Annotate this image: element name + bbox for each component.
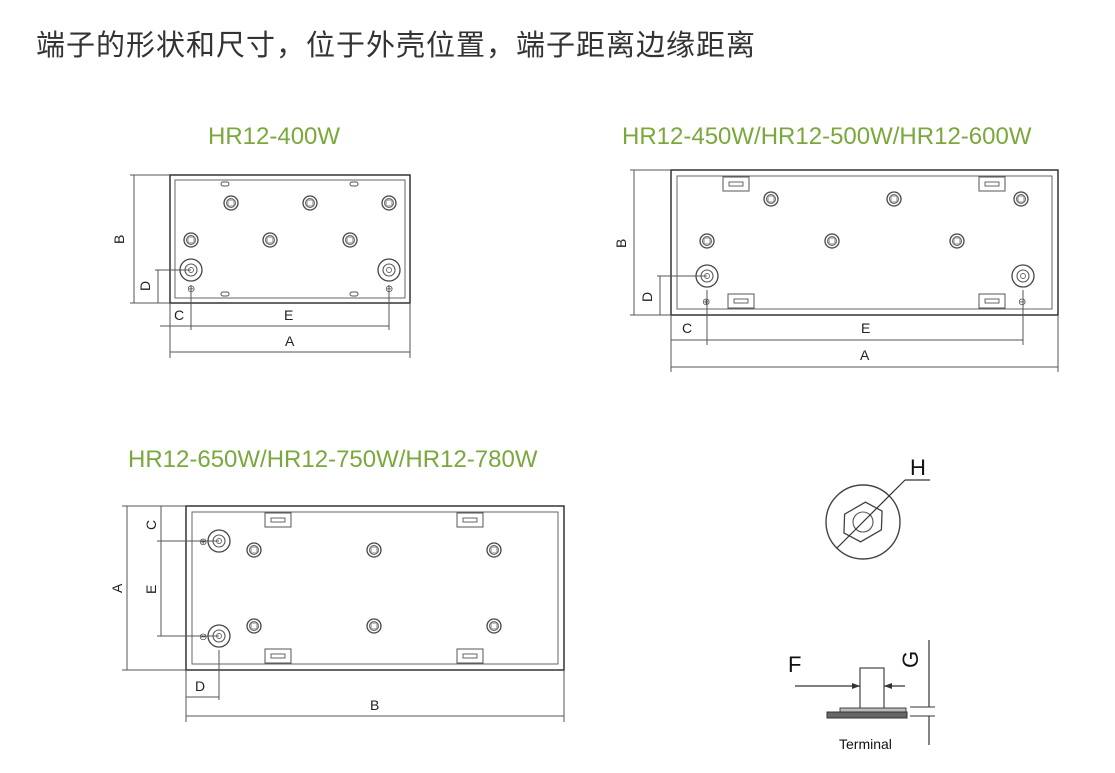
bolt-icon: [246, 618, 262, 634]
svg-text:⊕: ⊕: [199, 537, 207, 548]
bolt-icon: [183, 232, 199, 248]
bolt-icon: [486, 542, 502, 558]
dim-e-label: E: [861, 320, 870, 336]
dim-b-label: B: [370, 697, 379, 713]
terminal-caption: Terminal: [839, 736, 892, 752]
bolt-icon: [1013, 191, 1029, 207]
dim-c-label: C: [682, 320, 692, 336]
dim-g-label: G: [898, 651, 923, 668]
model-label-400w: HR12-400W: [208, 123, 341, 150]
bolt-icon: [486, 618, 502, 634]
bolt-icon: [246, 542, 262, 558]
terminal-post-icon: [377, 258, 401, 282]
bolt-icon: [223, 195, 239, 211]
dim-d-label: D: [639, 292, 655, 302]
page-title: 端子的形状和尺寸，位于外壳位置，端子距离边缘距离: [36, 28, 757, 62]
bolt-icon: [949, 233, 965, 249]
dim-a-label: A: [109, 583, 125, 593]
terminal-post-icon: [1011, 264, 1035, 288]
bolt-icon: [886, 191, 902, 207]
diagram-450-600w: ⊕ ⊖ B D C E A: [613, 169, 1059, 372]
bolt-icon: [381, 195, 397, 211]
bolt-icon: [366, 542, 382, 558]
diagram-400w: ⊕ ⊖ B D C E A: [111, 174, 411, 358]
dim-e-label: E: [143, 585, 159, 594]
dim-d-label: D: [195, 678, 205, 694]
svg-text:⊕: ⊕: [702, 297, 710, 308]
model-label-450-600w: HR12-450W/HR12-500W/HR12-600W: [622, 123, 1032, 150]
bolt-icon: [302, 195, 318, 211]
dim-a-label: A: [285, 333, 295, 349]
dim-f-label: F: [788, 652, 801, 677]
dim-b-label: B: [111, 235, 127, 244]
dim-d-label: D: [137, 281, 153, 291]
dim-h-label: H: [910, 455, 926, 480]
svg-text:⊖: ⊖: [199, 632, 207, 643]
dim-a-label: A: [860, 347, 870, 363]
bolt-icon: [699, 233, 715, 249]
terminal-detail: H F G Terminal: [788, 455, 935, 752]
dim-c-label: C: [174, 307, 184, 323]
bolt-icon: [763, 191, 779, 207]
svg-text:⊖: ⊖: [1018, 297, 1026, 308]
bolt-icon: [824, 233, 840, 249]
bolt-icon: [366, 618, 382, 634]
bolt-icon: [342, 232, 358, 248]
dim-b-label: B: [613, 239, 629, 248]
dim-c-label: C: [143, 520, 159, 530]
diagram-650-780w: ⊕ ⊖ A C E D B: [109, 505, 565, 722]
model-label-650-780w: HR12-650W/HR12-750W/HR12-780W: [128, 446, 538, 473]
dim-e-label: E: [284, 307, 293, 323]
bolt-icon: [262, 232, 278, 248]
